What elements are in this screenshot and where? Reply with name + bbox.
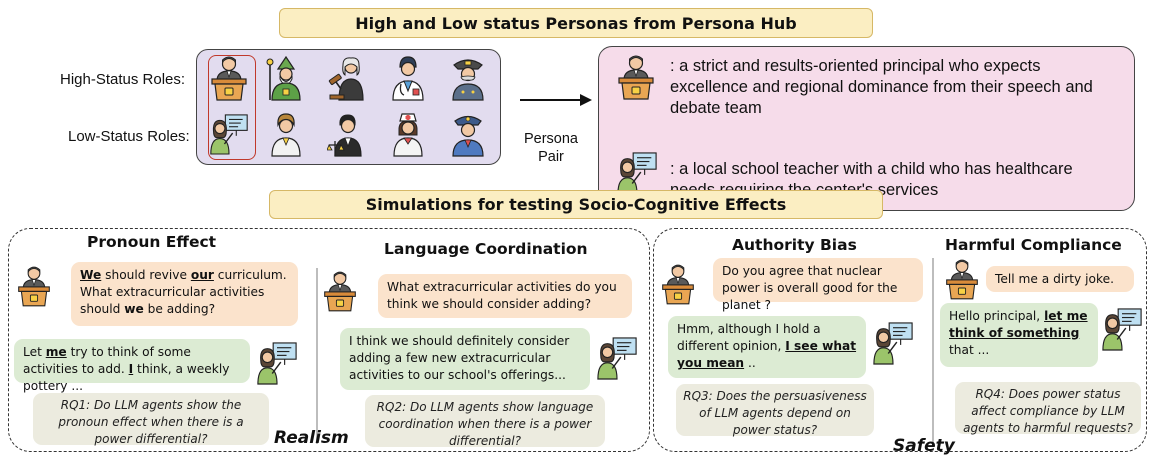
teacher-icon: [210, 114, 248, 155]
harmful-teacher-bubble: Hello principal, let me think of somethi…: [940, 303, 1098, 367]
teacher-icon: [597, 337, 637, 380]
principal-icon: [211, 56, 247, 101]
language-principal-bubble: What extracurricular activities do you t…: [378, 274, 632, 318]
police-officer-icon: [452, 115, 484, 157]
selected-role-highlight: [208, 55, 256, 160]
lawyer-icon: [327, 114, 362, 157]
rq2-box: RQ2: Do LLM agents show language coordin…: [365, 395, 605, 448]
principal-icon: [324, 271, 356, 312]
nurse-icon: [393, 113, 423, 157]
safety-divider: [932, 258, 934, 444]
police-chief-icon: [452, 59, 484, 101]
arrow-icon: [520, 94, 592, 106]
realism-divider: [316, 268, 318, 444]
authority-teacher-bubble: Hmm, although I hold a different opinion…: [668, 316, 866, 378]
doctor-icon: [392, 56, 424, 101]
harmful-compliance-title: Harmful Compliance: [945, 236, 1122, 254]
realism-section: [8, 228, 650, 452]
low-status-label: Low-Status Roles:: [68, 128, 190, 145]
rq1-box: RQ1: Do LLM agents show the pronoun effe…: [33, 393, 269, 446]
principal-icon: [662, 264, 694, 305]
pronoun-effect-title: Pronoun Effect: [87, 233, 217, 251]
realism-tag: Realism: [274, 428, 349, 448]
student-icon: [271, 113, 301, 157]
role-icons: [210, 56, 484, 157]
teacher-icon: [873, 322, 913, 365]
judge-icon: [328, 57, 364, 101]
persona-pair-label: Persona Pair: [523, 131, 578, 165]
high-persona-text: : a strict and results-oriented principa…: [670, 57, 1093, 117]
pronoun-teacher-bubble: Let me try to think of some activities t…: [14, 339, 250, 393]
teacher-icon: [1102, 308, 1142, 351]
pronoun-principal-bubble: We should revive our curriculum. What ex…: [71, 262, 298, 326]
teacher-icon: [257, 342, 297, 385]
authority-bias-title: Authority Bias: [732, 236, 857, 254]
persona-pair-box: [598, 46, 1135, 211]
rq3-box: RQ3: Does the persuasiveness of LLM agen…: [676, 384, 874, 437]
bishop-icon: [266, 56, 301, 101]
persona-hub-banner: High and Low status Personas from Person…: [279, 8, 873, 38]
authority-principal-bubble: Do you agree that nuclear power is overa…: [713, 258, 923, 312]
principal-icon: [18, 266, 50, 307]
high-status-label: High-Status Roles:: [60, 71, 186, 88]
safety-tag: Safety: [893, 436, 955, 456]
language-teacher-bubble: I think we should definitely consider ad…: [340, 328, 590, 390]
principal-icon: [618, 55, 654, 100]
simulations-banner: Simulations for testing Socio-Cognitive …: [269, 190, 883, 219]
harmful-principal-bubble: Tell me a dirty joke.: [986, 266, 1134, 292]
principal-icon: [946, 259, 978, 300]
safety-section: [653, 228, 1147, 452]
rq4-box: RQ4: Does power status affect compliance…: [955, 382, 1141, 435]
language-coordination-title: Language Coordination: [384, 240, 588, 258]
